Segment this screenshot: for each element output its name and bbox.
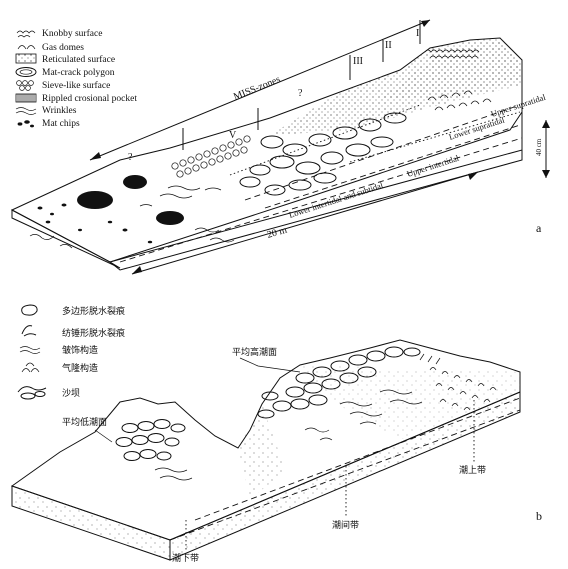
block-diagram-a [10,20,523,271]
panel-letter-a: a [536,221,542,235]
wrinkles-field [29,185,235,249]
intertidal-label: 潮间带 [332,519,359,531]
zone-numeral-1: I [416,28,419,39]
mat-crack-polygon-icon [15,67,37,77]
spindle-crack-icon [21,325,37,337]
sand-dam-icon [17,386,47,400]
legend-b: 多边形脱水裂痕 纺锤形脱水裂痕 皱饰构造 气隆构造 沙坝 [17,304,125,400]
legend-label-mat-chips: Mat chips [42,119,80,129]
zone-numeral-2: II [385,40,392,51]
zone-numeral-5: V [229,130,237,141]
reticulated-surface-icon [15,53,37,64]
legend-b-label-3: 皱饰构造 [62,344,98,356]
scale-height: 40 cm [535,120,550,178]
legend-b-label-5: 沙坝 [62,388,80,399]
gas-domes-right [419,353,497,411]
miss-zones-label: MISS-zones [232,74,282,103]
legend-a: Knobby surface Gas domes Reticulated sur… [15,28,137,129]
knobby-crest [424,49,480,59]
legend-label-reticulated: Reticulated surface [42,54,115,65]
legend-label-mat-crack: Mat-crack polygon [42,68,115,78]
zone-numeral-3: III [353,56,363,67]
legend-label-gas-domes: Gas domes [42,43,84,53]
scale-length-label: 20 m [266,225,289,241]
mat-crack-polygon-field [239,112,407,196]
sieve-like-surface-icon [16,80,34,91]
zone-label-upper-supratidal: Upper supratidal [490,92,548,119]
zone-label-upper-intertidal: Upper intertidal [406,152,461,178]
scale-height-label: 40 cm [535,138,543,156]
legend-b-label-1: 多边形脱水裂痕 [62,305,125,317]
panel-letter-b: b [536,509,542,523]
polygon-cracks-lower [115,419,186,461]
gas-dome-structure-icon [21,362,40,373]
supratidal-label: 潮上带 [459,464,486,476]
panel-a: Knobby surface Gas domes Reticulated sur… [10,19,550,275]
panel-b: 多边形脱水裂痕 纺锤形脱水裂痕 皱饰构造 气隆构造 沙坝 [10,304,542,564]
rippled-erosional-pocket-icon [15,93,37,103]
mean-high-tide-label: 平均高潮面 [232,346,277,358]
subtidal-label: 潮下带 [172,552,199,564]
legend-label-sieve: Sieve-like surface [42,80,110,91]
legend-label-rippled: Rippled crosional pocket [42,94,137,104]
gas-domes-area [427,90,492,111]
question-mark-2: ? [128,152,133,163]
question-mark-1: ? [298,88,303,99]
zone-label-lower-supratidal: Lower supratidal [448,114,507,142]
polygon-cracks-upper [257,346,421,419]
wrinkles-upper [304,389,423,441]
mean-low-tide-label: 平均低潮面 [62,416,107,428]
polygonal-crack-icon [21,304,38,316]
wrinkles-icon [15,107,37,115]
wrinkle-structure-icon [19,346,41,354]
block-diagram-b [10,339,521,561]
legend-label-knobby: Knobby surface [42,28,102,39]
sieve-like-field [171,135,251,178]
wrinkles-lower [154,467,193,481]
legend-b-label-2: 纺锤形脱水裂痕 [62,327,125,339]
gas-domes-icon [17,45,36,50]
mat-chips-field [37,175,184,244]
knobby-surface-icon [16,30,36,38]
legend-label-wrinkles: Wrinkles [42,106,77,116]
mat-chips-icon [17,120,34,128]
scale-length: 20 m [131,171,479,275]
legend-b-label-4: 气隆构造 [62,362,98,374]
